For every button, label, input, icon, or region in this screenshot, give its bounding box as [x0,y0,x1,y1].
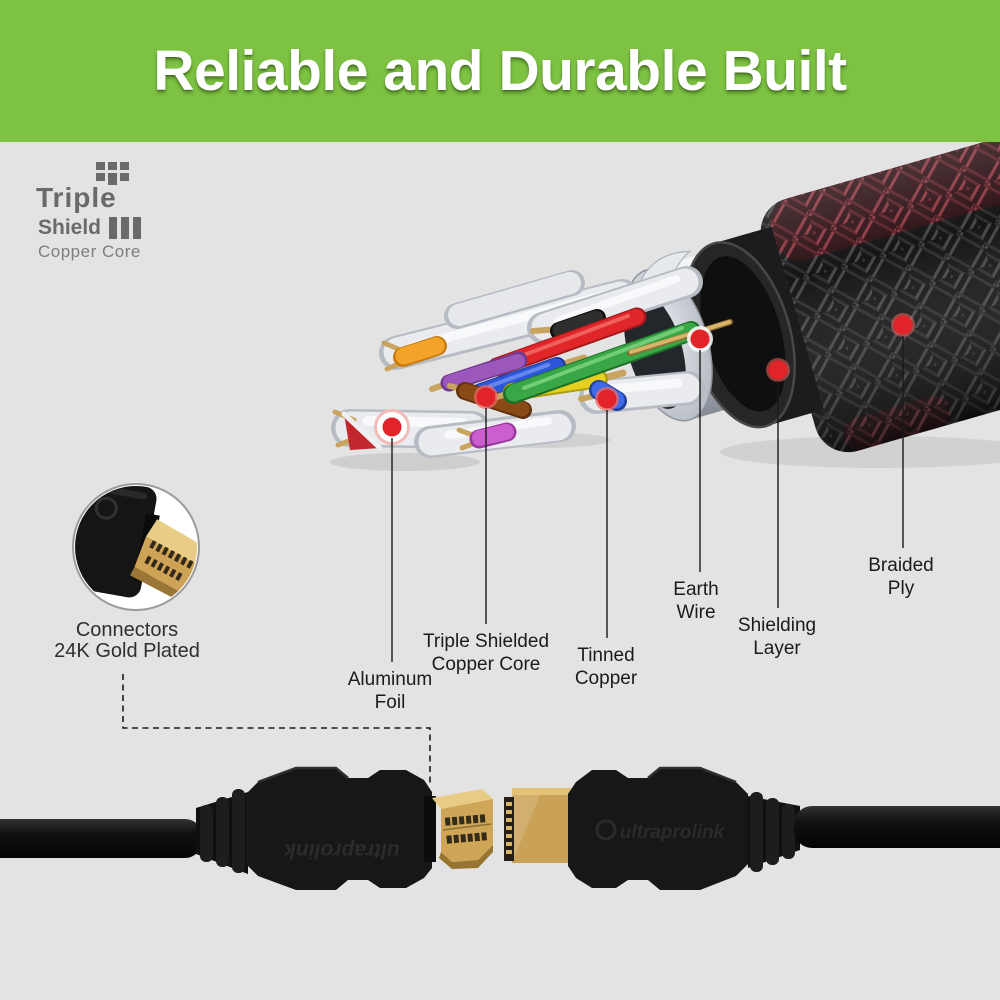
connector-caption: Connectors 24K Gold Plated [54,620,200,662]
callout-shielding-layer: Shielding Layer [738,614,816,660]
wire-magenta [469,422,517,449]
pin-holes-left [444,814,487,844]
logo-title: Triple [36,182,117,213]
logo-squares-icon [96,162,129,185]
gold-tip-left [424,789,493,869]
braided-sleeve [760,112,1000,453]
connector-caption-line2: 24K Gold Plated [54,640,200,662]
wire-blue [472,357,566,401]
wire-red-core-cut [341,411,383,451]
logo-subtitle: Shield [38,216,102,239]
callout-line: Copper [574,668,638,689]
hdmi-plugs-photo: ultraprolink [0,766,1000,890]
callout-earth-wire: Earth Wire [673,578,718,624]
cable-shadow [720,436,1000,468]
connector-closeup-badge [72,483,200,611]
pin-edge-right [506,802,512,854]
logo-bars-icon [109,217,142,239]
connector-caption-line1: Connectors [75,619,179,641]
marker-aluminum-foil [382,417,402,437]
callout-line: Braided [868,555,934,576]
marker-dots [374,313,915,445]
earth-wire-pin [627,319,733,356]
strain-relief-right [750,792,795,872]
brand-text-left: ultraprolink [283,839,400,862]
callout-line: Layer [753,638,801,659]
connector-pointer-line [122,674,431,786]
callout-line: Ply [887,578,915,599]
leader-lines [391,336,904,662]
cutaway-cable [330,112,1000,662]
callout-tinned-copper: Tinned Copper [575,644,637,690]
wire-black [550,309,606,340]
callout-line: Earth [673,579,719,600]
callout-line: Aluminum [347,669,433,690]
hdmi-plug-right [568,768,748,890]
wire-purple [440,351,528,392]
logo-tagline: Copper Core [38,242,141,261]
callout-line: Wire [676,602,716,623]
gold-tip-pin-slots [144,540,194,582]
callout-line: Triple Shielded [422,631,550,652]
callout-line: Shielding [737,615,817,636]
headline: Reliable and Durable Built [153,39,847,103]
cable-right [794,806,1000,848]
marker-earth-wire [690,329,710,349]
wire-orange [393,336,447,367]
marker-shielding-layer [768,360,788,380]
cable-left [0,819,202,858]
hdmi-plug-left [246,768,432,890]
header-banner: Reliable and Durable Built [0,0,1000,142]
callout-triple-shielded-copper-core: Triple Shielded Copper Core [423,630,549,676]
callout-braided-ply: Braided Ply [868,554,934,600]
callout-line: Copper Core [431,654,541,675]
brand-text-right: ultraprolink [620,822,726,843]
marker-braided-ply [893,315,913,335]
outer-jacket-rim-inner [700,256,786,412]
gold-tip-right [504,788,578,866]
brand-logo-mark-right [595,819,617,841]
callout-line: Tinned [577,645,635,666]
callout-line: Foil [374,692,406,713]
strain-relief-left [200,789,245,873]
gold-tip-top-face [145,519,197,570]
embossed-logo-mark [94,496,118,520]
foil-pair-upper [444,270,585,329]
callout-aluminum-foil: Aluminum Foil [348,668,432,714]
marker-tinned-copper [597,389,617,409]
marker-triple-shielded [476,387,496,407]
